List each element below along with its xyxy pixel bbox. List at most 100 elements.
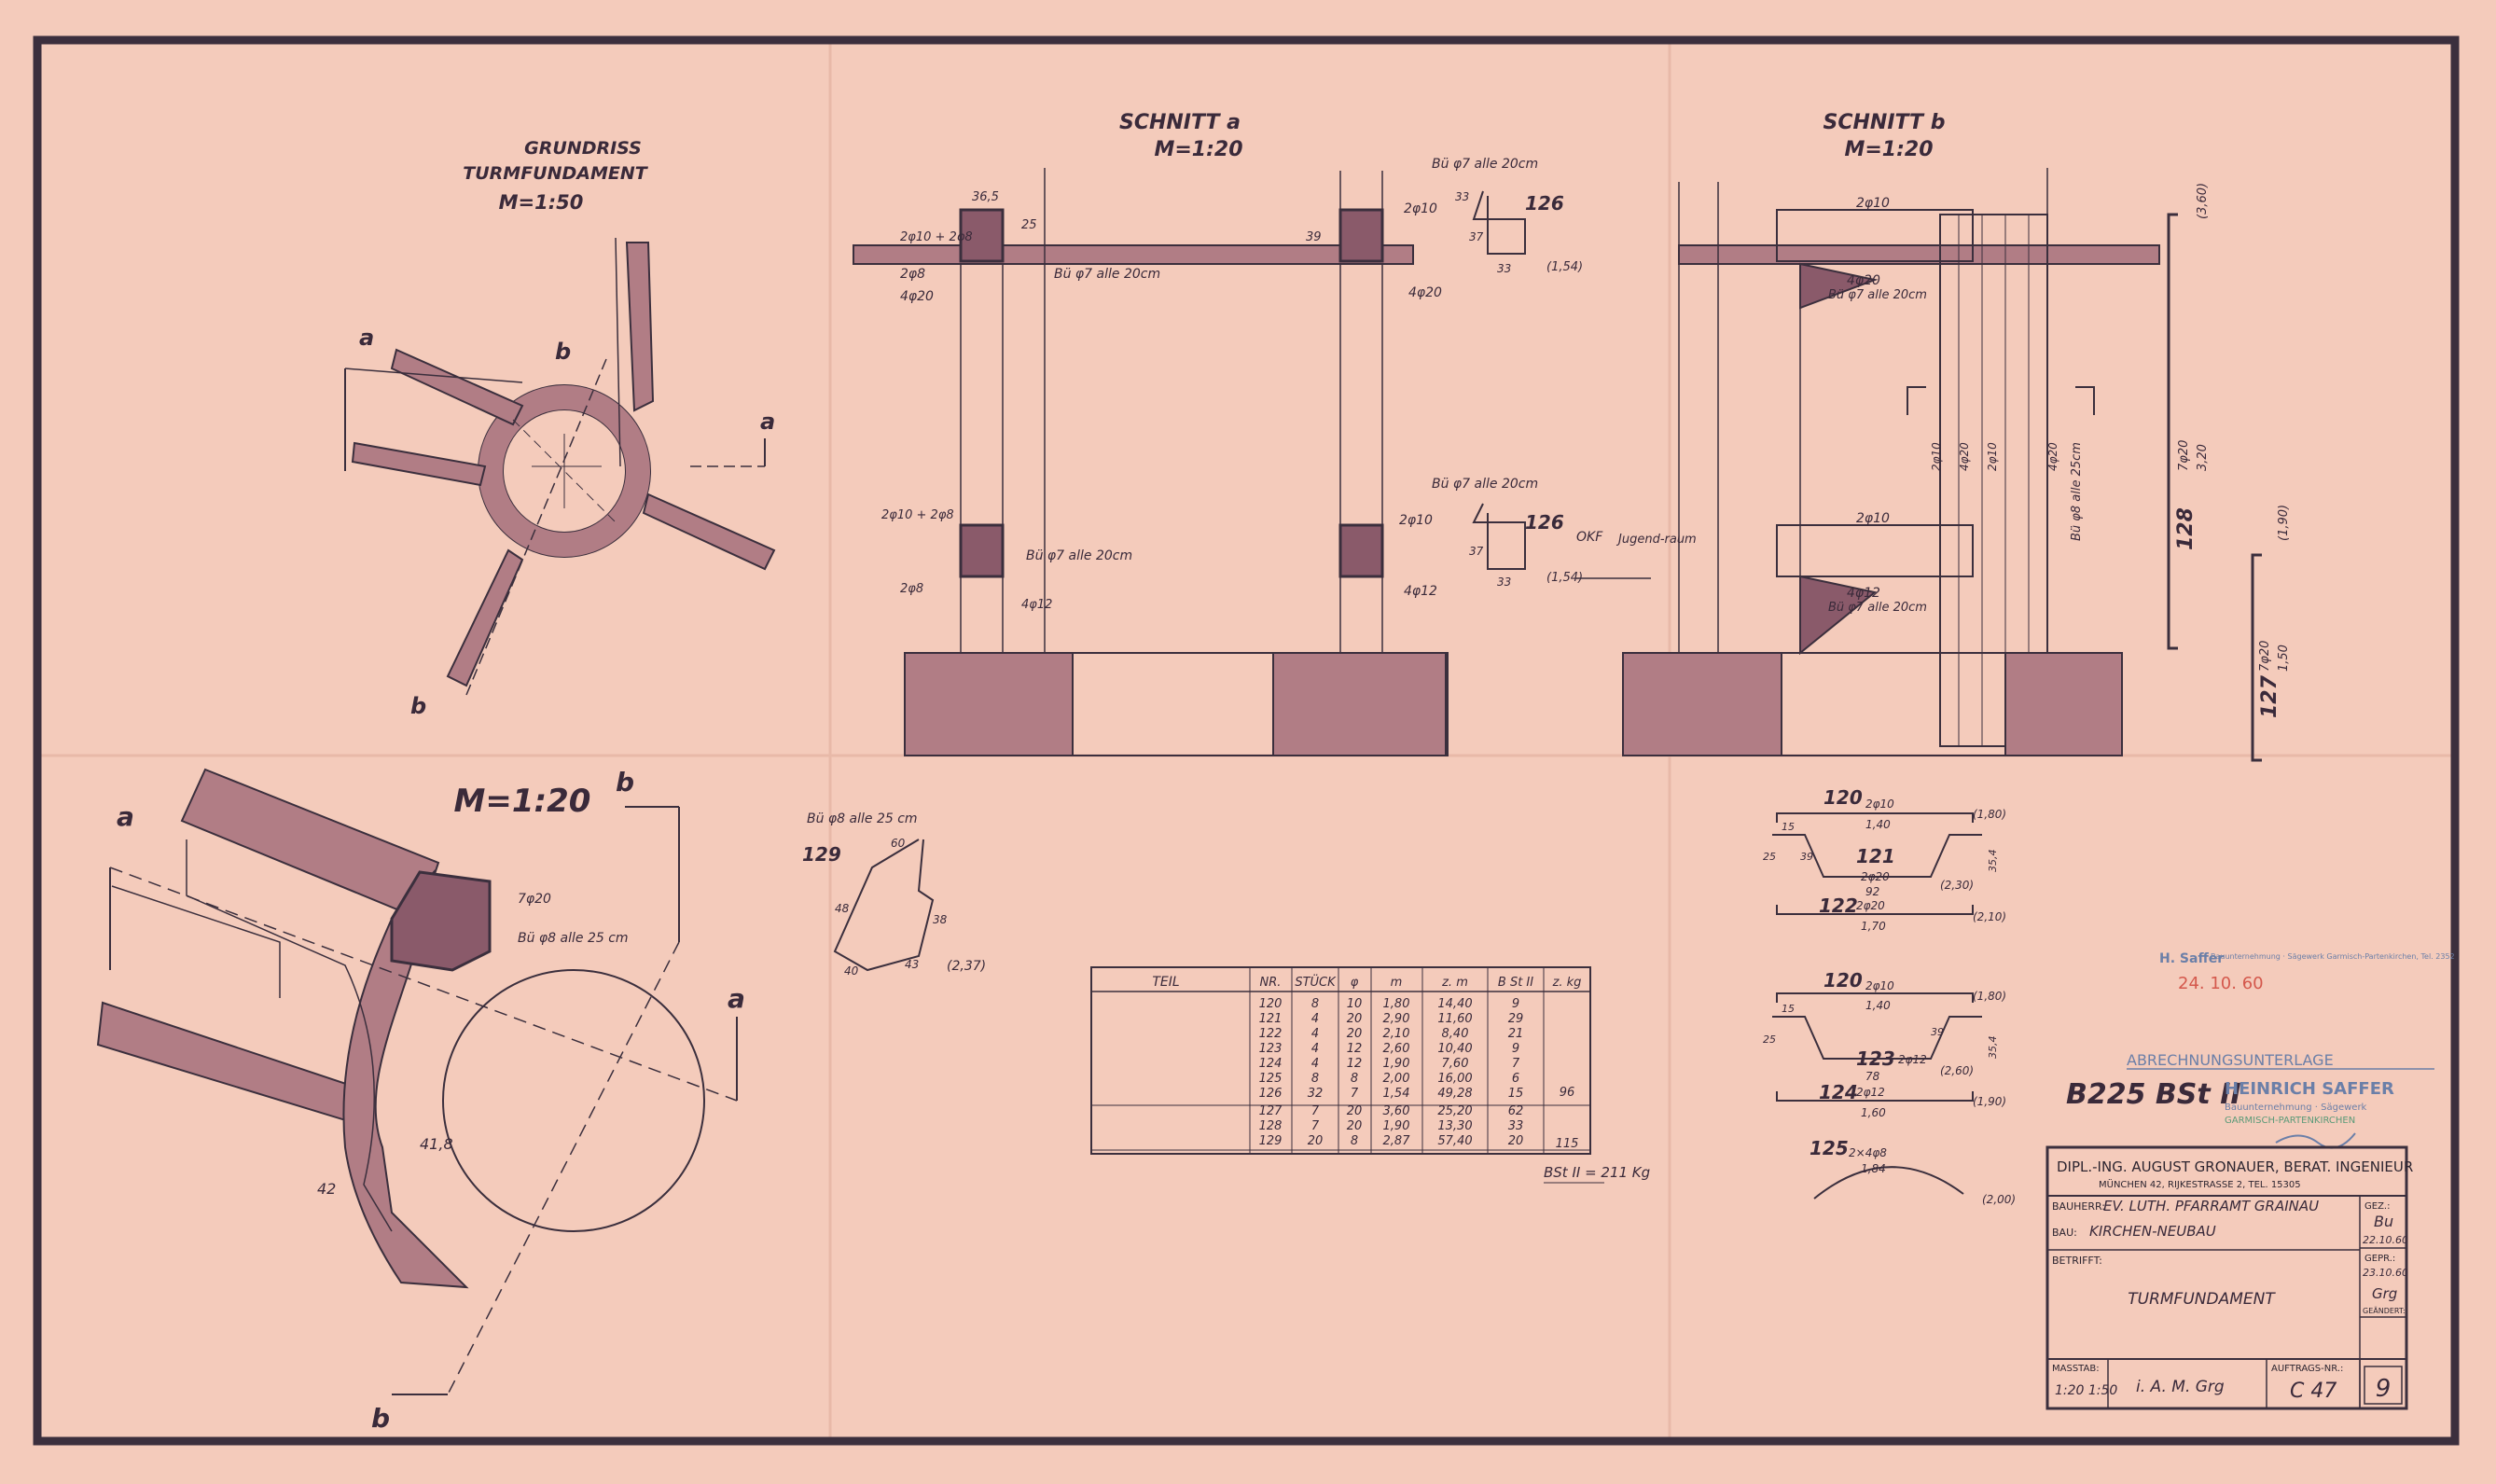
- table-cell: 8,40: [1442, 1027, 1469, 1041]
- foundation-left: [904, 652, 1074, 756]
- sb-bar-mid2: 4φ12: [1847, 586, 1880, 601]
- title-block: DIPL.-ING. AUGUST GRONAUER, BERAT. INGEN…: [2045, 1145, 2413, 1410]
- tb-gez-label: GEZ.:: [2364, 1201, 2390, 1212]
- schnitt-a-scale: M=1:20: [1154, 138, 1242, 161]
- table-cell: 7,60: [1442, 1057, 1469, 1071]
- bar126-top-shape: [1472, 190, 1526, 255]
- bar120b-shape: [1776, 992, 1974, 1003]
- approval-stamp-date: 24. 10. 60: [2178, 974, 2264, 993]
- axis-line: [512, 419, 617, 523]
- detail-tower-circle: [442, 969, 705, 1232]
- table-cell: 4: [1311, 1027, 1319, 1041]
- sb-beam-mid: [1776, 524, 1974, 577]
- bar121-d3: 25: [1763, 851, 1776, 863]
- table-cell: 20: [1508, 1134, 1524, 1148]
- table-cell: 3,60: [1383, 1104, 1410, 1118]
- sa-bot-right-bars: 4φ12: [1021, 598, 1052, 612]
- bar123-shape: [1772, 1016, 1982, 1060]
- table-cell: 15: [1508, 1087, 1524, 1101]
- sb-stirrup-vert: Bü φ8 alle 25cm: [2070, 442, 2084, 541]
- grundriss-title2: TURMFUNDAMENT: [463, 163, 648, 184]
- bar126-top-dim-a: 33: [1455, 190, 1469, 203]
- table-header: φ: [1351, 976, 1359, 990]
- table-cell: 29: [1508, 1012, 1524, 1026]
- detail-wall-left: [96, 1001, 375, 1130]
- sa-top-stirrup: Bü φ7 alle 20cm: [1054, 267, 1160, 282]
- tb-bauherr-label: BAUHERR:: [2052, 1200, 2105, 1213]
- sa-dim: 36,5: [972, 190, 999, 204]
- table-cell: 62: [1508, 1104, 1524, 1118]
- table-header: m: [1391, 976, 1403, 990]
- table-cell: 7: [1311, 1104, 1320, 1118]
- sb-cut-arrow-left: [1907, 386, 1926, 415]
- bar124-nr: 124: [1819, 1081, 1858, 1103]
- bar123-d4: 35,4: [1987, 1036, 1999, 1060]
- company-stamp-line2: Bauunternehmung · Sägewerk: [2225, 1103, 2367, 1113]
- tb-bau: KIRCHEN-NEUBAU: [2089, 1223, 2216, 1240]
- bar128-total: (3,60): [2196, 183, 2210, 219]
- detail-cut-a-label: a: [117, 801, 134, 832]
- sa-bot-right1: 2φ10: [1399, 513, 1433, 528]
- detail-wall-top: [180, 768, 440, 921]
- table-cell: 2,90: [1383, 1012, 1410, 1026]
- table-cell: 14,40: [1437, 997, 1472, 1011]
- table-cell: 20: [1347, 1027, 1363, 1041]
- table-cell: 122: [1259, 1027, 1283, 1041]
- sa-h25: 25: [1021, 218, 1037, 232]
- grundriss-view: GRUNDRISS TURMFUNDAMENT M=1:50 a a b b: [344, 138, 776, 719]
- bar129-d4: 43: [905, 958, 919, 971]
- bar120-nr: 120: [1823, 786, 1863, 809]
- bar126-bot-dim-c: 33: [1497, 576, 1511, 589]
- schnitt-a-view: SCHNITT a M=1:20 2φ10 + 2φ8 36,5 25 39 B…: [853, 111, 1449, 756]
- sa-top-right1: 2φ10: [1404, 201, 1437, 216]
- cut-a-label-right: a: [760, 409, 775, 435]
- table-cell: 8: [1311, 997, 1319, 1011]
- bar125-nr: 125: [1810, 1137, 1849, 1159]
- bar120b-total: (1,80): [1973, 990, 2006, 1003]
- sb-stirrup-mid: Bü φ7 alle 20cm: [1828, 601, 1927, 615]
- column-bot-left: [959, 523, 1005, 578]
- table-cell: 20: [1308, 1134, 1324, 1148]
- bar129-d2: 48: [835, 902, 850, 915]
- table-cell: 4: [1311, 1042, 1319, 1056]
- bar125-spec: 2×4φ8: [1849, 1146, 1887, 1159]
- detail-cut-a-line: [109, 867, 738, 1102]
- sb-vert4: 4φ20: [2046, 442, 2059, 471]
- table-cell: 20: [1347, 1119, 1363, 1133]
- table-cell: 16,00: [1437, 1072, 1472, 1086]
- bar128-nr: 128: [2174, 507, 2198, 550]
- bar129-label: Bü φ8 alle 25 cm: [807, 811, 918, 826]
- cut-a-label: a: [359, 325, 374, 351]
- bar126-top-dim-c: 33: [1497, 262, 1511, 275]
- bar126-bot: Bü φ7 alle 20cm 126 37 33 (1,54): [1432, 477, 1583, 589]
- bar123-total: (2,60): [1940, 1064, 1974, 1077]
- wall-north: [625, 242, 655, 412]
- grundriss-scale: M=1:50: [499, 191, 584, 214]
- detail-cut-b-label: b: [616, 767, 634, 797]
- bar121-d1: 15: [1782, 821, 1795, 833]
- bar126-top-nr: 126: [1525, 192, 1564, 215]
- bar128: 128 7φ20 3,20 (3,60): [2167, 183, 2210, 650]
- table-cell: 13,30: [1437, 1119, 1472, 1133]
- bar123-d1: 15: [1782, 1003, 1795, 1015]
- bar121-nr: 121: [1856, 845, 1895, 867]
- table-cell: 128: [1259, 1119, 1283, 1133]
- column-top-right: [1338, 208, 1384, 263]
- table-header: STÜCK: [1295, 974, 1337, 990]
- bar124-shape: [1776, 1091, 1974, 1102]
- bar123-len: 78: [1865, 1070, 1880, 1083]
- bar122-len: 1,70: [1861, 920, 1886, 933]
- sb-vert2: 4φ20: [1958, 442, 1971, 471]
- sa-bot-stirrup: Bü φ7 alle 20cm: [1026, 548, 1132, 563]
- bar123-spec: 2φ12: [1898, 1053, 1927, 1066]
- sb-okf: OKF: [1576, 530, 1603, 545]
- bar121-total: (2,30): [1940, 879, 1974, 892]
- bar126-top: Bü φ7 alle 20cm 126 33 37 33 (1,54): [1432, 157, 1583, 275]
- tb-geaendert-label: GEÄNDERT:: [2363, 1306, 2406, 1315]
- steel-table: TEIL NR. STÜCK φ m z. m B St II z. kg 12…: [1090, 966, 1650, 1184]
- column-bot-right: [1338, 523, 1384, 578]
- table-cell: 7: [1512, 1057, 1520, 1071]
- table-cell: 127: [1259, 1104, 1283, 1118]
- detail-bar2: Bü φ8 alle 25 cm: [518, 931, 629, 946]
- signature: [2275, 1132, 2356, 1149]
